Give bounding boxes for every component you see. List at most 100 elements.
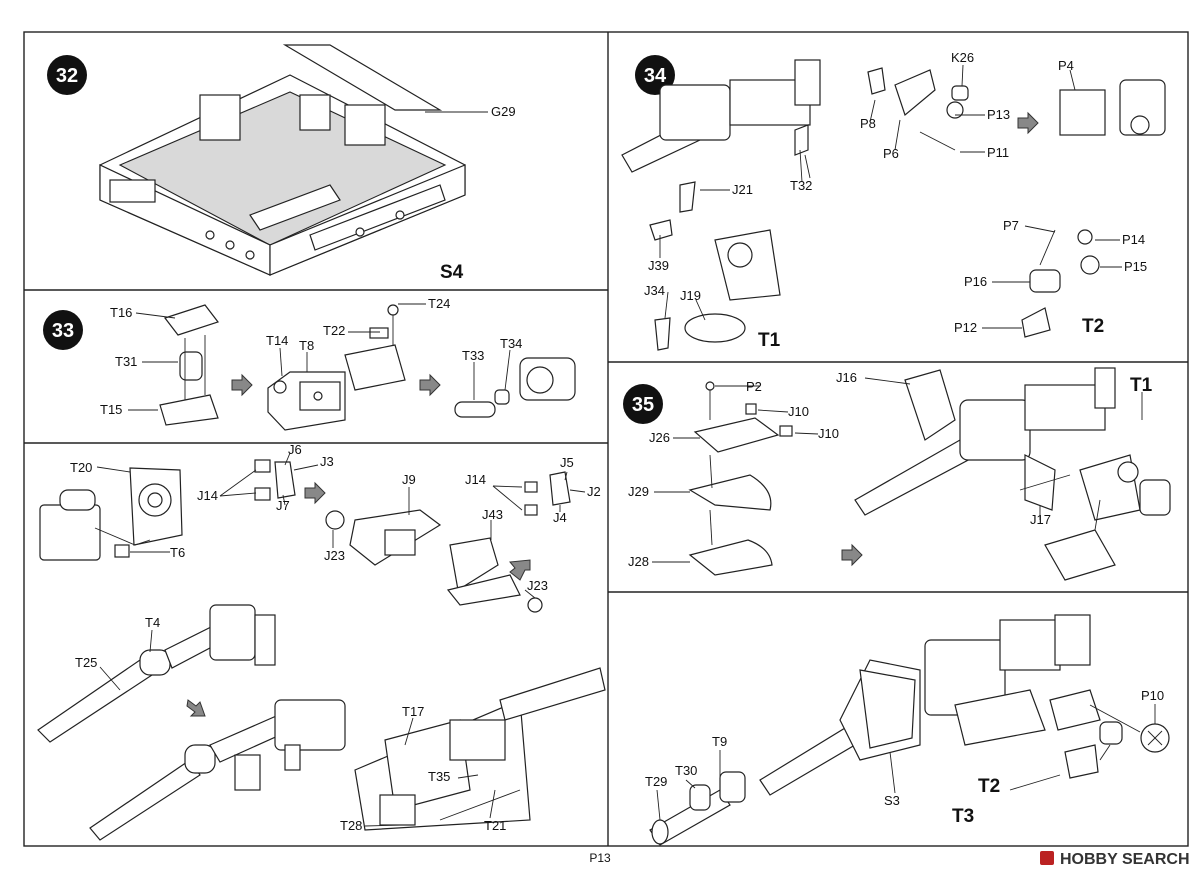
part-label-j21: J21 — [732, 182, 753, 197]
part-label-j6: J6 — [288, 442, 302, 457]
part-label-j2: J2 — [587, 484, 601, 499]
part-label-j39: J39 — [648, 258, 669, 273]
step-33: 33 — [43, 296, 576, 431]
part-label-j16: J16 — [836, 370, 857, 385]
part-label-t25: T25 — [75, 655, 97, 670]
part-label-p7: P7 — [1003, 218, 1019, 233]
part-label-t32: T32 — [790, 178, 812, 193]
part-label-j9: J9 — [402, 472, 416, 487]
part-label-t34: T34 — [500, 336, 522, 351]
part-label-j10b: J10 — [818, 426, 839, 441]
part-label-t33: T33 — [462, 348, 484, 363]
part-label-t16: T16 — [110, 305, 132, 320]
part-label-t28: T28 — [340, 818, 362, 833]
step-35-badge: 35 — [623, 384, 663, 424]
part-label-j14: J14 — [197, 488, 218, 503]
part-label-j26: J26 — [649, 430, 670, 445]
step-36-arrow-3 — [186, 699, 206, 717]
part-label-s3: S3 — [884, 793, 900, 808]
part-label-t29: T29 — [645, 774, 667, 789]
hull-interior-drawing — [99, 44, 488, 276]
part-label-j43: J43 — [482, 507, 503, 522]
page-number: P13 — [589, 851, 611, 865]
part-label-j4: J4 — [553, 510, 567, 525]
step-33-badge: 33 — [43, 310, 83, 350]
part-label-t17: T17 — [402, 704, 424, 719]
step-32: 32 G29 S4 — [47, 44, 516, 283]
step-34: 34 — [621, 50, 1166, 351]
subassembly-label-t1: T1 — [758, 330, 781, 351]
step-35: 35 — [623, 367, 1171, 581]
step-37: P10 T9 T30 T29 S3 T2 T3 — [645, 614, 1170, 846]
part-label-j34: J34 — [644, 283, 665, 298]
part-label-j23b: J23 — [527, 578, 548, 593]
part-label-t6: T6 — [170, 545, 185, 560]
step-33-arrow-2 — [419, 373, 441, 397]
svg-text:33: 33 — [52, 320, 74, 342]
part-label-p4: P4 — [1058, 58, 1074, 73]
step-36-arrow-1 — [304, 481, 326, 505]
gun-barrel-bottom — [89, 699, 346, 841]
part-label-j28: J28 — [628, 554, 649, 569]
part-label-t31: T31 — [115, 354, 137, 369]
part-label-p13: P13 — [987, 107, 1010, 122]
subassembly-label-t3: T3 — [952, 806, 974, 827]
part-label-k26: K26 — [951, 50, 974, 65]
step-33-arrow-1 — [231, 373, 253, 397]
step-34-arrow — [1017, 111, 1039, 135]
part-label-t21: T21 — [484, 818, 506, 833]
part-label-t9: T9 — [712, 734, 727, 749]
part-label-g29: G29 — [491, 104, 516, 119]
subassembly-label-t1-step35: T1 — [1130, 375, 1153, 396]
part-label-j14b: J14 — [465, 472, 486, 487]
hobby-search-watermark: HOBBY SEARCH — [1040, 851, 1190, 868]
part-label-p8: P8 — [860, 116, 876, 131]
part-label-t15: T15 — [100, 402, 122, 417]
part-label-j7: J7 — [276, 498, 290, 513]
part-label-p12: P12 — [954, 320, 977, 335]
svg-text:32: 32 — [56, 65, 78, 87]
seat-platform-drawing — [652, 381, 819, 576]
part-label-p15: P15 — [1124, 259, 1147, 274]
watermark-logo-text: HOBBY SEARCH — [1060, 851, 1190, 868]
gun-breech-drawing — [621, 59, 1166, 351]
part-label-j17: J17 — [1030, 512, 1051, 527]
part-label-t8: T8 — [299, 338, 314, 353]
subassembly-label-s4: S4 — [440, 262, 464, 283]
mount-frame-assembly — [354, 667, 606, 831]
gun-barrel-top — [37, 604, 276, 743]
svg-text:35: 35 — [632, 394, 654, 416]
part-label-t22: T22 — [323, 323, 345, 338]
part-label-t30: T30 — [675, 763, 697, 778]
part-label-p16: P16 — [964, 274, 987, 289]
part-label-p2: P2 — [746, 379, 762, 394]
step-36-arrow-2 — [509, 559, 531, 581]
svg-text:34: 34 — [644, 65, 667, 87]
full-gun-assembly-drawing — [649, 614, 1170, 846]
part-label-t24: T24 — [428, 296, 450, 311]
part-label-p11: P11 — [987, 145, 1009, 160]
part-label-j10: J10 — [788, 404, 809, 419]
part-label-j19: J19 — [680, 288, 701, 303]
part-label-t35: T35 — [428, 769, 450, 784]
part-label-j5: J5 — [560, 455, 574, 470]
part-label-t20: T20 — [70, 460, 92, 475]
part-label-j3: J3 — [320, 454, 334, 469]
gun-mount-parts-drawing — [128, 303, 576, 431]
step37-part-label-p10: P10 — [1141, 688, 1164, 703]
gun-assembly-drawing — [854, 367, 1171, 581]
part-label-t14: T14 — [266, 333, 288, 348]
subassembly-label-t2: T2 — [1082, 316, 1104, 337]
subassembly-label-t2-step37: T2 — [978, 776, 1000, 797]
part-label-t4: T4 — [145, 615, 160, 630]
panel-borders — [23, 31, 1189, 847]
part-label-j23: J23 — [324, 548, 345, 563]
part-label-p6: P6 — [883, 146, 899, 161]
part-label-p14: P14 — [1122, 232, 1145, 247]
part-label-j29: J29 — [628, 484, 649, 499]
step-36: T20 J6 J3 J14 J7 T6 J9 J14 J5 J2 J4 J23 … — [37, 442, 606, 841]
breech-parts-drawing — [37, 452, 606, 841]
step-32-badge: 32 — [47, 55, 87, 95]
step-35-arrow — [841, 543, 863, 567]
